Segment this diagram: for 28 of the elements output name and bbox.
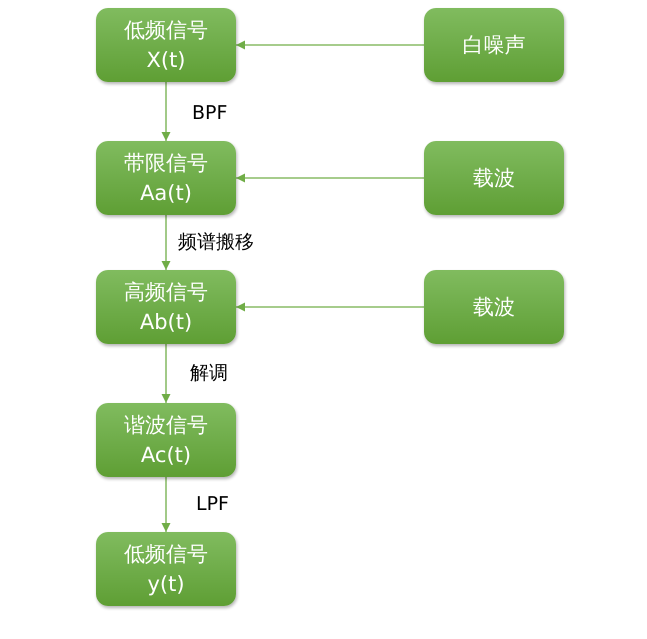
box-text: 低频信号 bbox=[124, 541, 208, 568]
process-box bbox=[96, 403, 236, 477]
box-text: 载波 bbox=[473, 165, 515, 192]
box-text: Ab(t) bbox=[140, 309, 192, 336]
box-text: 白噪声 bbox=[462, 32, 526, 59]
process-box bbox=[424, 141, 564, 215]
arrow bbox=[161, 215, 171, 270]
box-text: X(t) bbox=[146, 47, 186, 74]
arrow bbox=[236, 302, 424, 312]
process-box bbox=[424, 270, 564, 344]
box-text: 带限信号 bbox=[124, 150, 208, 177]
process-box bbox=[424, 8, 564, 82]
arrow bbox=[236, 173, 424, 183]
box-text: Ac(t) bbox=[140, 442, 192, 469]
box-text: y(t) bbox=[147, 571, 185, 598]
box-text: 高频信号 bbox=[124, 279, 208, 306]
box-text: Aa(t) bbox=[140, 180, 192, 207]
process-box bbox=[96, 8, 236, 82]
box-text: 谐波信号 bbox=[124, 412, 208, 439]
arrow bbox=[161, 82, 171, 141]
arrow bbox=[161, 477, 171, 532]
arrow bbox=[161, 344, 171, 403]
process-box bbox=[96, 141, 236, 215]
process-box bbox=[96, 532, 236, 606]
process-box bbox=[96, 270, 236, 344]
arrow bbox=[236, 40, 424, 50]
box-text: 低频信号 bbox=[124, 17, 208, 44]
box-text: 载波 bbox=[473, 294, 515, 321]
